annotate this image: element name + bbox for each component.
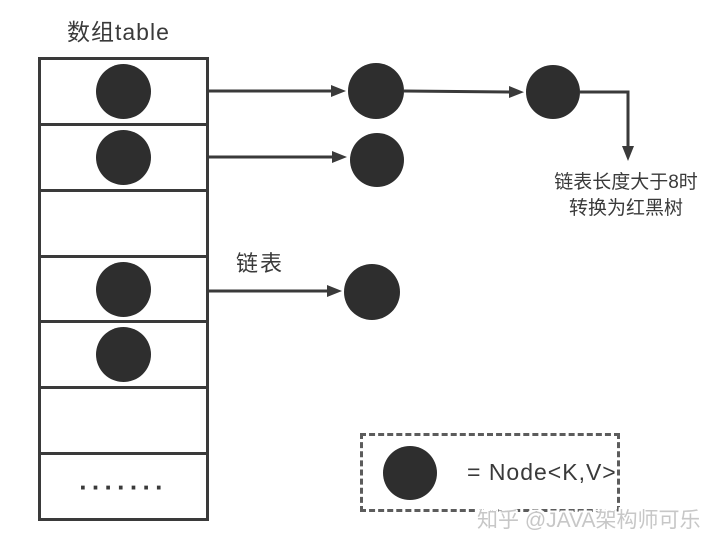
arrow-node1-to-node2 <box>403 85 524 98</box>
array-table-title: 数组table <box>67 19 170 45</box>
chain-node-1b <box>526 65 580 119</box>
ellipsis-dots: ······· <box>79 471 168 502</box>
table-cell-5 <box>41 389 206 456</box>
table-cell-6: ······· <box>41 455 206 518</box>
bucket-node <box>96 63 151 119</box>
bucket-node <box>96 327 151 383</box>
array-table: ······· <box>38 57 209 521</box>
bucket-node <box>96 261 151 317</box>
table-cell-2 <box>41 192 206 258</box>
legend-box: = Node<K,V> <box>360 433 620 512</box>
table-cell-0 <box>41 60 206 126</box>
bucket-node <box>96 129 151 185</box>
table-cell-1 <box>41 126 206 192</box>
chain-node-1a <box>348 63 404 119</box>
table-cell-3 <box>41 258 206 324</box>
treeify-note-line2: 转换为红黑树 <box>568 198 683 220</box>
node-legend-icon <box>383 445 437 500</box>
chain-node-2a <box>350 133 404 187</box>
legend-label: = Node<K,V> <box>467 459 617 485</box>
linked-list-label: 链表 <box>236 251 285 276</box>
watermark: 知乎 @JAVA架构师可乐 <box>477 509 701 532</box>
arrow-treeify-elbow <box>580 90 634 161</box>
table-cell-4 <box>41 323 206 390</box>
treeify-note-line1: 链表长度大于8时 <box>554 172 698 193</box>
treeify-note: 链表长度大于8时 转换为红黑树 <box>531 170 720 222</box>
chain-node-4a <box>344 264 400 320</box>
